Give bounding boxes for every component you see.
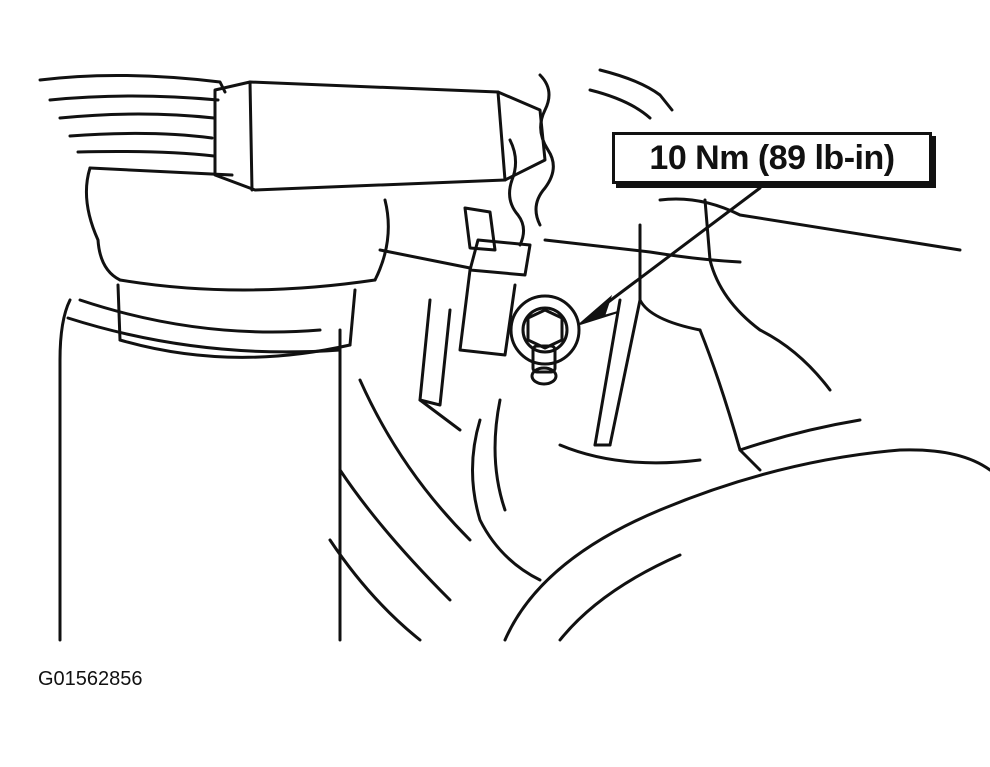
lower-housing bbox=[328, 378, 542, 642]
housing-cap bbox=[38, 73, 234, 177]
torque-spec-label: 10 Nm (89 lb-in) bbox=[612, 132, 932, 184]
bracket-edge bbox=[508, 68, 674, 247]
cylinder-body bbox=[58, 166, 390, 642]
hex-cap bbox=[213, 80, 547, 192]
callout-arrow bbox=[579, 186, 762, 325]
bolt bbox=[509, 294, 581, 386]
sensor-bracket bbox=[378, 206, 742, 407]
figure-id-label: G01562856 bbox=[38, 668, 143, 690]
round-body-right bbox=[503, 418, 990, 642]
mount-arm bbox=[593, 197, 962, 472]
